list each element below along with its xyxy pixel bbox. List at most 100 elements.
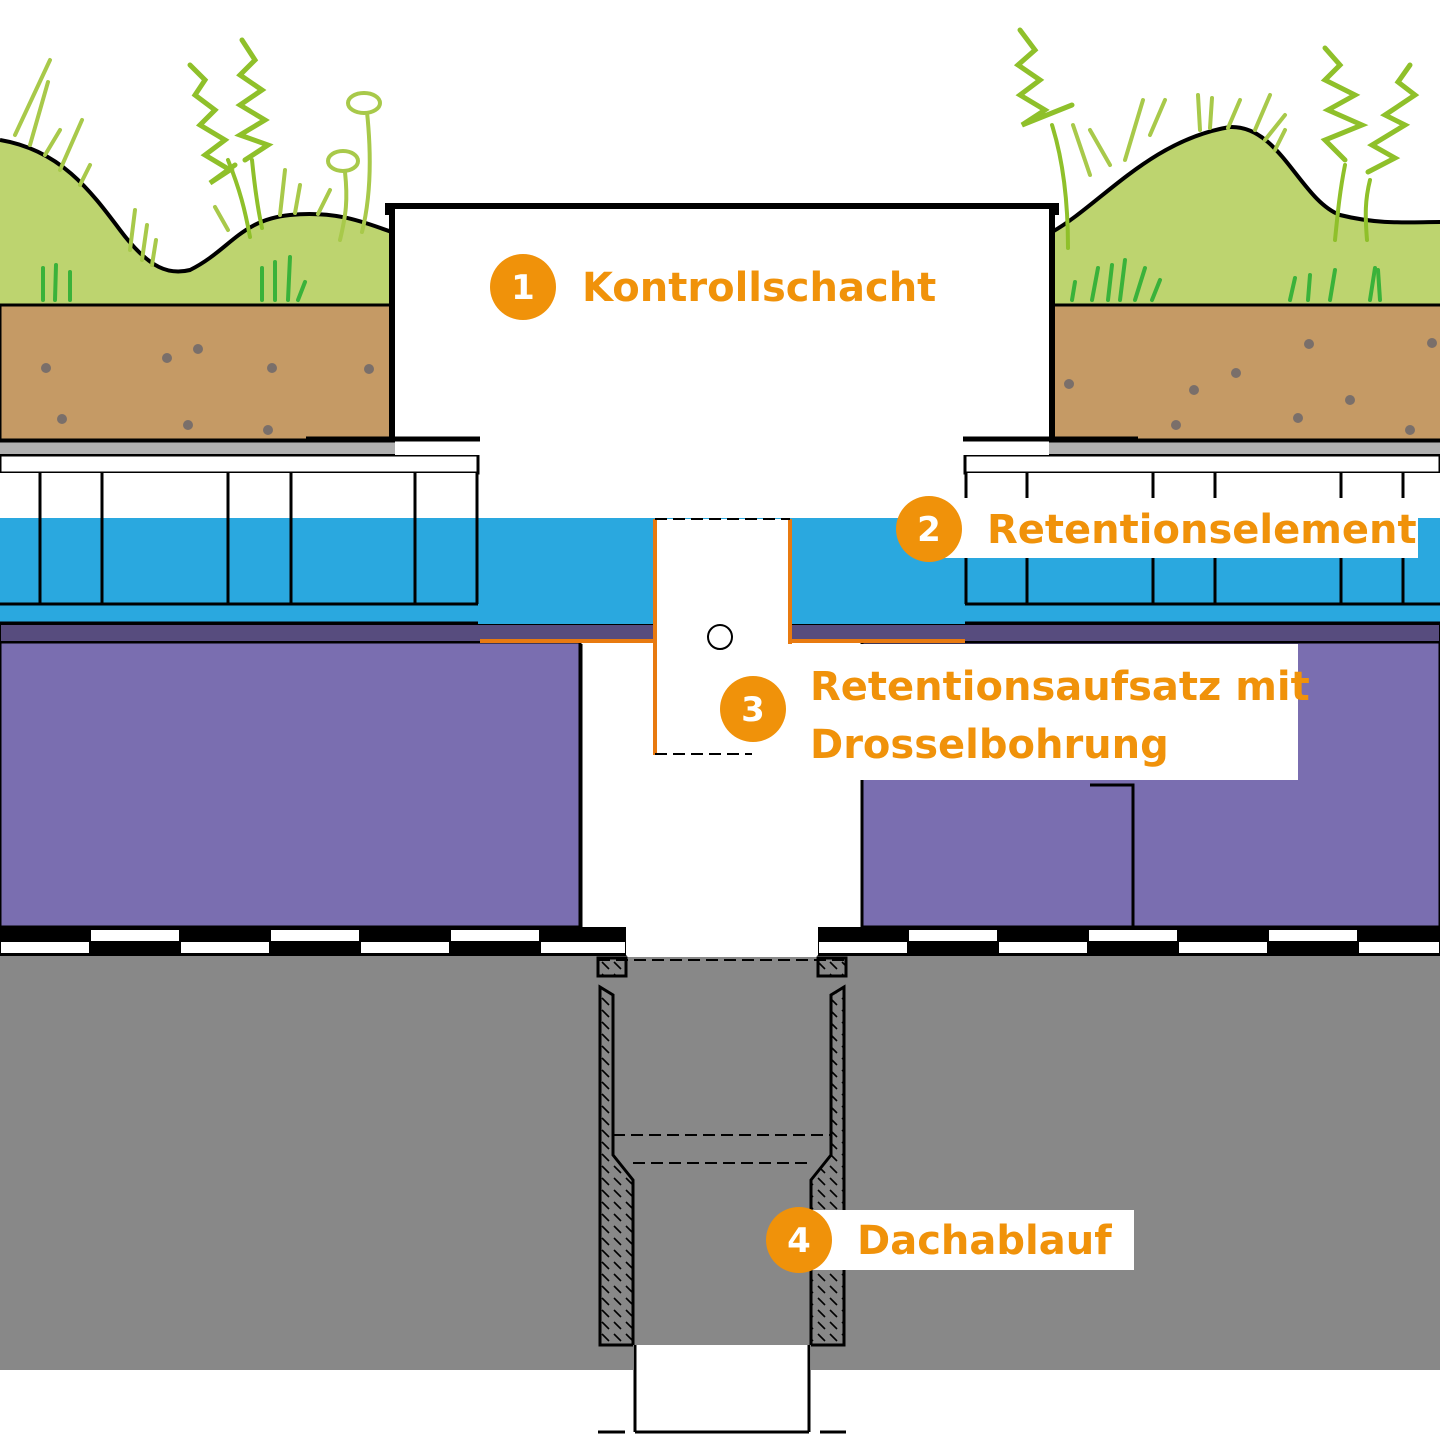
grass-blade (293, 183, 302, 215)
fern-stem (1050, 123, 1070, 250)
substrate-dots (41, 338, 1437, 435)
retention-top (963, 453, 1440, 475)
grass-blade (128, 208, 137, 252)
label-1-text: Kontrollschacht (582, 265, 936, 311)
badge-1-number: 1 (511, 268, 535, 308)
grass-blade (1368, 266, 1377, 302)
grass-blade (28, 80, 50, 147)
grass-blade (1070, 280, 1077, 302)
grass-blade (278, 168, 287, 217)
control-shaft (306, 203, 1138, 455)
filter-fleece-right (963, 440, 1440, 454)
grass-plants (13, 27, 1420, 302)
flower-head (346, 91, 382, 115)
grass-blade (1123, 98, 1145, 162)
retention-top (0, 453, 480, 475)
badge-4 (766, 1207, 832, 1273)
fern-frond (234, 37, 274, 163)
substrate-right (1050, 303, 1440, 442)
fern-frond (1013, 27, 1075, 128)
substrate-dot (263, 425, 273, 435)
badge-4-number: 4 (787, 1221, 811, 1261)
waterproof-tile (819, 942, 907, 953)
waterproof-tile (541, 942, 625, 953)
grass-blade (140, 223, 149, 262)
substrate-dot (1293, 413, 1303, 423)
grass-blade (1263, 113, 1287, 142)
label-3-line1: Retentionsaufsatz mit (810, 664, 1310, 710)
grass-blade (1148, 98, 1167, 137)
grass-blade (1133, 266, 1147, 302)
substrate-dot (1231, 368, 1241, 378)
waterproof-tile (1179, 942, 1267, 953)
substrate-dot (267, 363, 277, 373)
waterproof-tile (271, 930, 359, 941)
grass-blade (1118, 258, 1127, 302)
badge-2 (896, 496, 962, 562)
concrete-deck (0, 955, 1440, 1370)
fern-stem (1333, 163, 1347, 242)
flower-stem (360, 110, 372, 234)
grass-blade (1196, 93, 1202, 132)
grass-blade (1288, 276, 1297, 302)
grass-blade (1071, 123, 1092, 177)
grass-blade (1273, 128, 1287, 152)
grass-blade (43, 128, 62, 157)
waterproof-tile (91, 930, 179, 941)
flower-head (326, 149, 360, 173)
waterproof-tile (1089, 930, 1177, 941)
grass-blade (58, 118, 84, 172)
roof-drain (596, 927, 848, 1434)
label-4-roof-drain: 4 Dachablauf (766, 1207, 1134, 1273)
badge-3 (720, 676, 786, 742)
grass-blade (53, 263, 58, 302)
waterproof-tile (451, 930, 539, 941)
substrate-dot (1345, 395, 1355, 405)
badge-2-number: 2 (917, 510, 941, 550)
grass-blade (1328, 268, 1337, 302)
fern-stem (250, 158, 264, 230)
retention-air (0, 473, 478, 518)
waterproof-tile (999, 942, 1087, 953)
grass-blade (1090, 266, 1100, 302)
substrate-dot (1171, 420, 1181, 430)
grass-blade (1253, 93, 1272, 132)
label-4-text: Dachablauf (857, 1218, 1112, 1264)
grass-blade (1106, 263, 1114, 302)
label-2-text: Retentionselement (987, 507, 1417, 553)
grass-blade (13, 58, 52, 137)
grass-blade (1208, 96, 1214, 130)
substrate-dot (1427, 338, 1437, 348)
grass-blade (1150, 278, 1162, 302)
substrate-dot (364, 364, 374, 374)
substrate-dot (1304, 339, 1314, 349)
substrate-dot (57, 414, 67, 424)
substrate-dot (1189, 385, 1199, 395)
waterproof-tile (361, 942, 449, 953)
vegetation-hill-right (1052, 126, 1440, 306)
waterproof-tile (1269, 930, 1357, 941)
flower-stem (338, 170, 349, 242)
grass-blade (1088, 128, 1112, 167)
grass-blade (78, 163, 92, 187)
grass-blade (1376, 268, 1382, 302)
label-1-control-shaft: 1 Kontrollschacht (490, 254, 936, 320)
waterproof-tile (1, 942, 89, 953)
throttle-bore-icon (707, 624, 733, 650)
waterproofing-layer (0, 927, 1440, 956)
vegetation-hill-left (0, 140, 392, 305)
fern-frond (1365, 62, 1420, 175)
retention-element-left (0, 453, 480, 625)
waterproof-tile (909, 930, 997, 941)
grass-blade (1306, 273, 1312, 302)
fern-frond (1320, 45, 1369, 163)
fern-stem (1363, 178, 1372, 242)
substrate-dot (1405, 425, 1415, 435)
substrate-dot (193, 344, 203, 354)
grass-blade (316, 188, 332, 216)
fern-frond (187, 62, 238, 186)
filter-fleece-left (0, 440, 480, 454)
substrate-dot (41, 363, 51, 373)
badge-1 (490, 254, 556, 320)
grass-blade (286, 255, 292, 302)
